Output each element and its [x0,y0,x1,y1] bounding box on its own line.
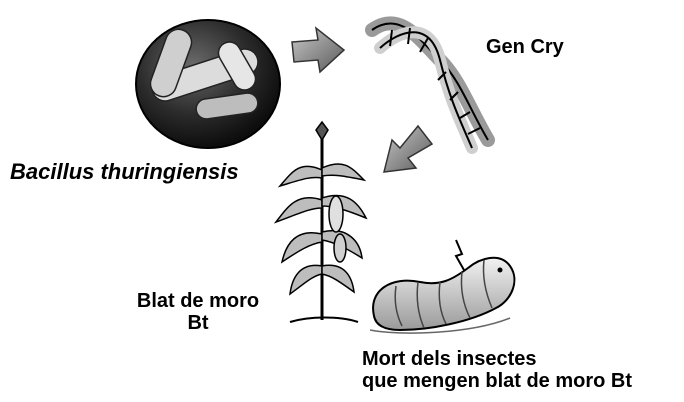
corn-label-line1: Blat de moro [118,290,278,312]
gene-label: Gen Cry [486,36,564,58]
dead-larva-icon [370,240,514,333]
arrow-right-icon [292,28,344,72]
arrow-down-left-icon [384,126,432,172]
corn-label: Blat de moro Bt [118,290,278,334]
bacterium-sphere-icon [136,20,280,148]
insect-death-line2: que mengen blat de moro Bt [362,370,632,392]
corn-plant-icon [276,122,366,322]
bacterium-label: Bacillus thuringiensis [10,160,239,184]
corn-label-line2: Bt [118,312,278,334]
insect-death-label: Mort dels insectes que mengen blat de mo… [362,348,632,392]
dna-helix-icon [372,23,488,148]
insect-death-line1: Mort dels insectes [362,348,632,370]
